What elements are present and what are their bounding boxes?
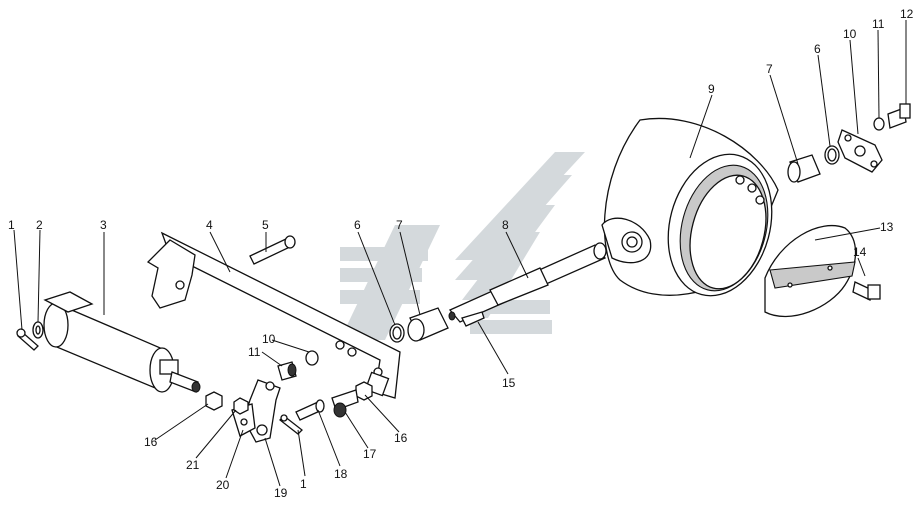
watermark-logo [340,152,585,340]
brake-drum [601,117,779,297]
nut-21 [233,397,249,415]
callout-10-lower: 10 [262,332,276,346]
plate-10-right [837,129,883,173]
callout-6-right: 6 [814,42,821,56]
washer-6-center [389,323,405,343]
callout-13: 13 [880,220,894,234]
callout-9: 9 [708,82,715,96]
callout-6-center: 6 [354,218,361,232]
bolt-12 [887,103,911,129]
bolt-14 [852,281,881,301]
mounting-bracket [146,231,401,399]
callout-10-right: 10 [843,27,857,41]
callout-14: 14 [853,245,867,259]
callout-2: 2 [36,218,43,232]
washer-2 [32,321,44,339]
cotter-pin-left [16,328,39,351]
callout-1-left: 1 [8,218,15,232]
callout-8: 8 [502,218,509,232]
callout-11-lower: 11 [248,345,261,359]
callout-3: 3 [100,218,107,232]
washer-6-right [824,145,840,165]
shaft [448,242,607,323]
callout-16-right: 16 [394,431,408,445]
pin-18 [295,399,325,421]
cotter-pin-lower [279,414,303,435]
washer-11-right [873,117,885,131]
nut-16-left [205,391,223,411]
bolt-17 [331,389,359,418]
callout-7-right: 7 [766,62,773,76]
callout-17: 17 [363,447,377,461]
key-15 [461,311,485,327]
leader-lines [13,20,907,487]
callout-4: 4 [206,218,213,232]
callout-11-right: 11 [872,17,885,31]
brake-cylinder [43,291,201,393]
callout-15: 15 [502,376,516,390]
nut-16-right [355,381,373,401]
callout-1-lower: 1 [300,477,307,491]
callout-labels: 1 2 3 4 5 6 7 8 9 7 6 10 11 12 13 14 15 … [8,7,914,500]
callout-19: 19 [274,486,288,500]
bushing-7-center [407,307,449,342]
callout-16-left: 16 [144,435,158,449]
callout-5: 5 [262,218,269,232]
cover-plate-13 [764,224,857,318]
bushing-7-right [787,154,821,183]
washer-10-lower [305,350,319,366]
callout-21: 21 [186,458,200,472]
callout-12: 12 [900,7,914,21]
pin-5 [249,235,296,265]
callout-7-center: 7 [396,218,403,232]
callout-20: 20 [216,478,230,492]
bolt-11-lower [277,361,297,381]
callout-18: 18 [334,467,348,481]
